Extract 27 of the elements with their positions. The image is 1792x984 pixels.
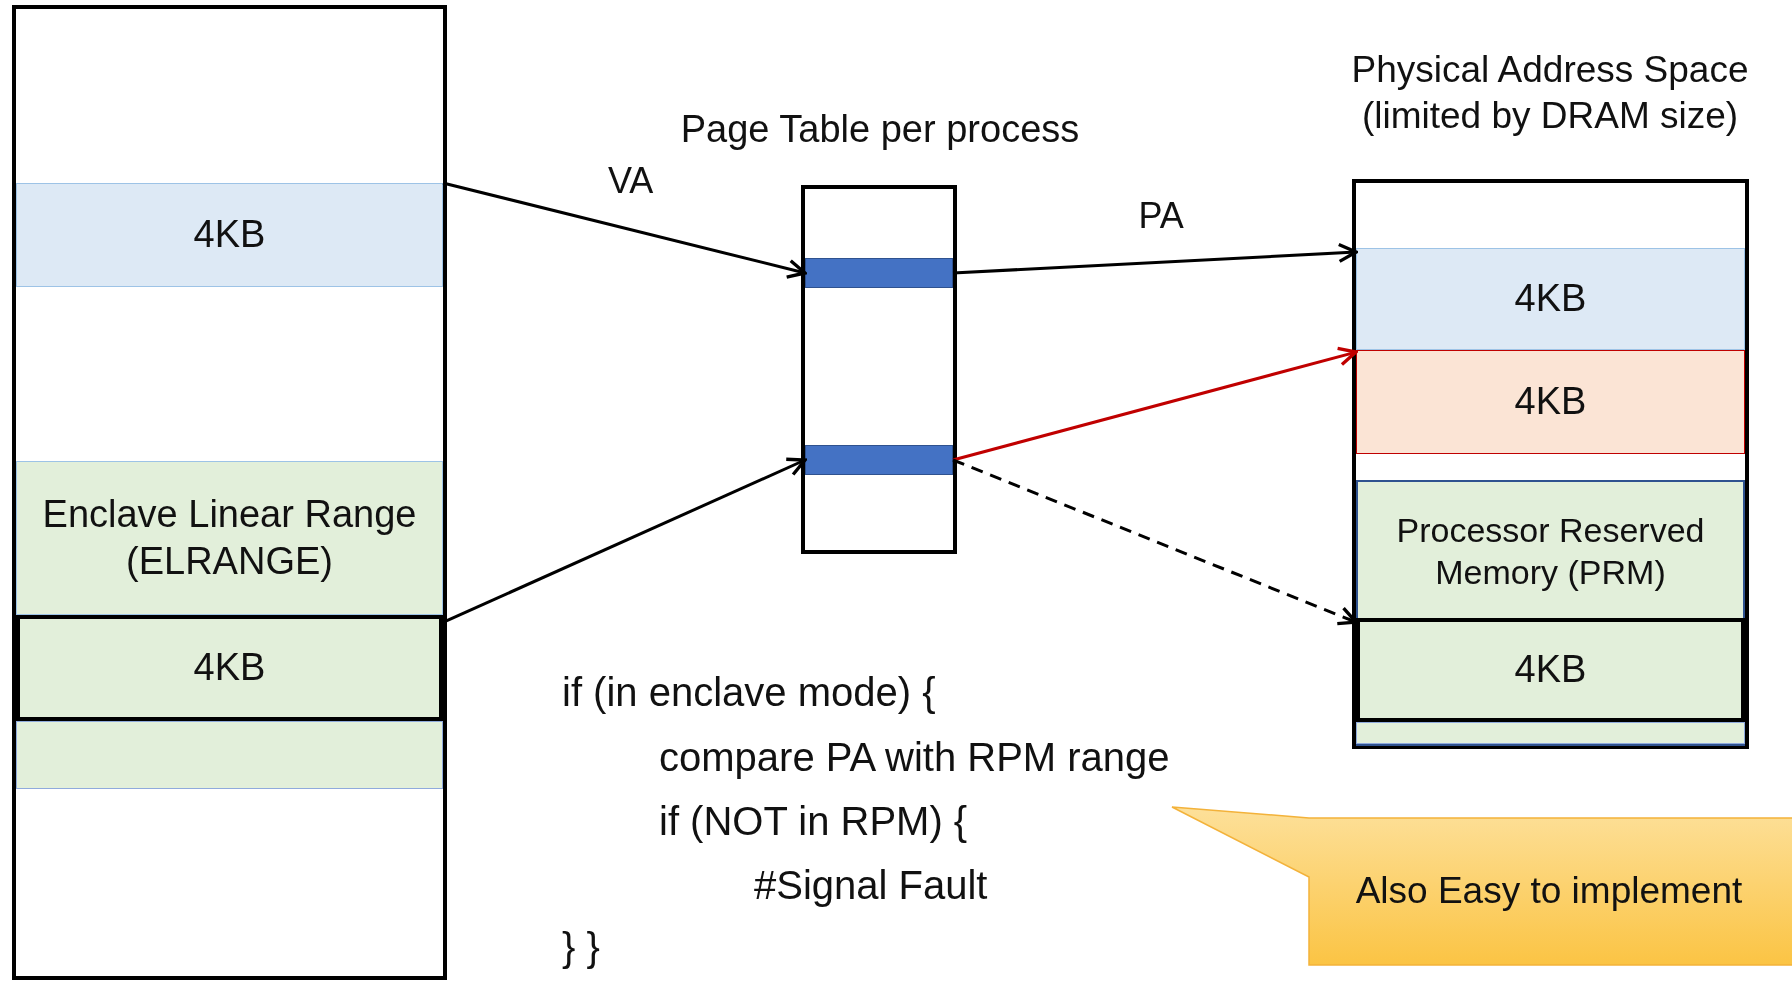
block-label: 4KB bbox=[1514, 276, 1587, 322]
block-label: 4KB bbox=[193, 212, 266, 258]
block-label: 4KB bbox=[193, 645, 266, 691]
code-line: compare PA with RPM range bbox=[659, 735, 1170, 780]
memory-block bbox=[16, 461, 443, 615]
code-line: } } bbox=[562, 925, 600, 970]
memory-block bbox=[1356, 722, 1745, 744]
memory-block bbox=[16, 183, 443, 287]
memory-block bbox=[805, 258, 953, 288]
block-label: Enclave Linear Range (ELRANGE) bbox=[41, 491, 418, 584]
arrow bbox=[442, 181, 807, 279]
memory-block bbox=[16, 721, 443, 789]
code-line: if (in enclave mode) { bbox=[562, 670, 936, 715]
memory-region bbox=[1356, 480, 1745, 746]
memory-block bbox=[1356, 248, 1745, 350]
memory-column bbox=[12, 5, 447, 980]
callout-text: Also Easy to implement bbox=[1355, 869, 1743, 914]
region-label: Processor Reserved Memory (PRM) bbox=[1395, 509, 1706, 593]
code-line: #Signal Fault bbox=[754, 863, 988, 908]
column-title: Page Table per process bbox=[680, 107, 1080, 153]
column-title: Physical Address Space (limited by DRAM size) bbox=[1350, 47, 1750, 138]
block-label: 4KB bbox=[1514, 379, 1587, 425]
memory-block bbox=[1356, 350, 1745, 454]
code-line: if (NOT in RPM) { bbox=[659, 799, 968, 844]
memory-block bbox=[805, 445, 953, 475]
arrow bbox=[952, 346, 1358, 462]
block-label: 4KB bbox=[1514, 647, 1587, 693]
